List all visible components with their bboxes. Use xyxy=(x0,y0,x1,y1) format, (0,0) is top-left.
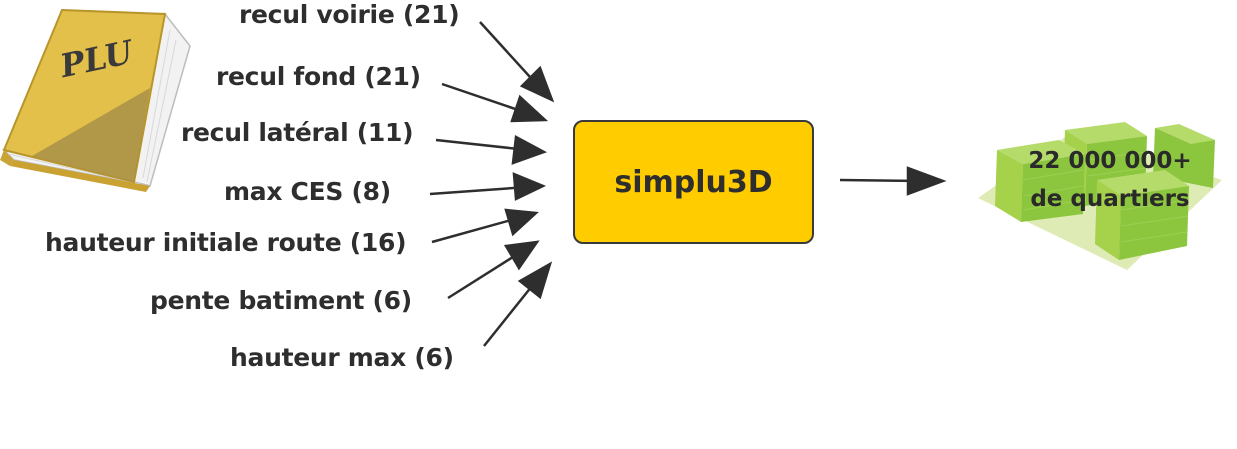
arrow-recul-fond xyxy=(441,82,549,123)
arrow-pente-batiment xyxy=(447,240,540,300)
arrow-recul-voirie xyxy=(479,21,555,103)
arrow-hauteur-initiale-route xyxy=(431,208,539,244)
arrow-output xyxy=(839,166,947,196)
buildings-icon xyxy=(978,122,1222,270)
arrow-hauteur-max xyxy=(483,261,553,347)
param-recul-fond: recul fond (21) xyxy=(216,62,421,91)
arrow-max-ces xyxy=(429,172,547,201)
output-count: 22 000 000+ xyxy=(1028,148,1192,174)
arrow-recul-lateral xyxy=(435,135,548,165)
param-hauteur-initiale-route: hauteur initiale route (16) xyxy=(45,228,407,257)
param-hauteur-max: hauteur max (6) xyxy=(230,343,454,372)
book-icon xyxy=(0,8,191,192)
param-recul-voirie: recul voirie (21) xyxy=(239,0,460,29)
param-pente-batiment: pente batiment (6) xyxy=(150,286,412,315)
param-recul-lateral: recul latéral (11) xyxy=(181,118,414,147)
output-label: de quartiers xyxy=(1030,186,1190,212)
engine-label: simplu3D xyxy=(614,164,773,200)
param-max-ces: max CES (8) xyxy=(224,177,391,206)
engine-box: simplu3D xyxy=(573,120,814,244)
